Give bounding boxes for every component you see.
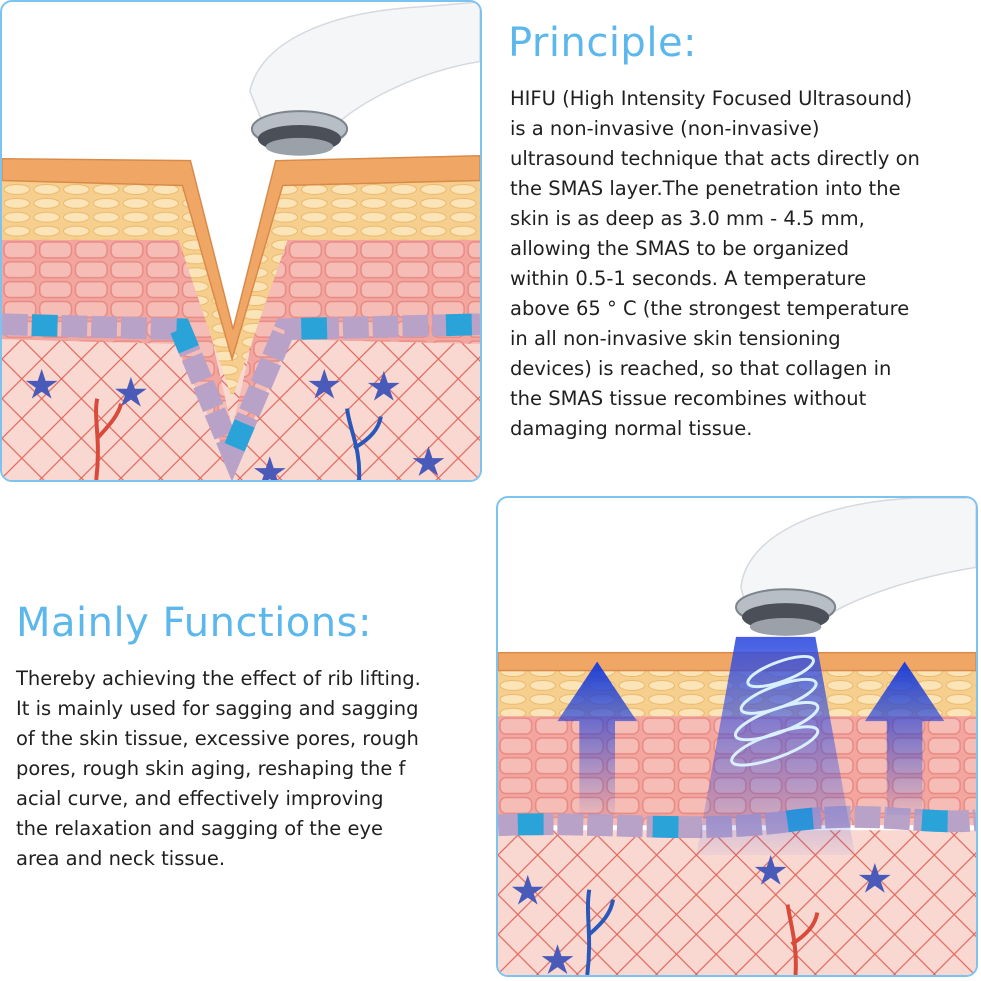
principle-line: skin is as deep as 3.0 mm - 4.5 mm, <box>510 207 865 230</box>
principle-line: ultrasound technique that acts directly … <box>510 147 920 170</box>
functions-paragraph: Thereby achieving the effect of rib lift… <box>16 664 421 874</box>
lifted-skin-illustration <box>496 496 978 977</box>
principle-line: above 65 ° C (the strongest temperature <box>510 297 910 320</box>
functions-line: area and neck tissue. <box>16 847 226 870</box>
functions-line: acial curve, and effectively improving <box>16 787 384 810</box>
principle-line: allowing the SMAS to be organized <box>510 237 850 260</box>
functions-line: of the skin tissue, excessive pores, rou… <box>16 727 419 750</box>
functions-line: pores, rough skin aging, reshaping the f <box>16 757 406 780</box>
functions-line: the relaxation and sagging of the eye <box>16 817 384 840</box>
hifu-handpiece-icon <box>249 2 480 156</box>
upward-arrow-icon <box>557 661 945 816</box>
functions-heading: Mainly Functions: <box>16 600 372 646</box>
functions-line: Thereby achieving the effect of rib lift… <box>16 667 421 690</box>
ultrasound-beam <box>696 636 856 856</box>
ultrasound-lift-diagram <box>498 498 976 975</box>
functions-line: It is mainly used for sagging and saggin… <box>16 697 419 720</box>
principle-line: HIFU (High Intensity Focused Ultrasound) <box>510 87 913 110</box>
principle-line: within 0.5-1 seconds. A temperature <box>510 267 867 290</box>
principle-paragraph: HIFU (High Intensity Focused Ultrasound)… <box>510 84 920 444</box>
ultrasound-wave-icon <box>730 654 820 767</box>
principle-line: damaging normal tissue. <box>510 417 753 440</box>
wrinkled-skin-illustration <box>0 0 482 482</box>
skin-layers-diagram <box>2 2 480 480</box>
principle-line: in all non-invasive skin tensioning <box>510 327 841 350</box>
principle-line: devices) is reached, so that collagen in <box>510 357 892 380</box>
principle-line: the SMAS tissue recombines without <box>510 387 867 410</box>
principle-line: is a non-invasive (non-invasive) <box>510 117 820 140</box>
hifu-handpiece-icon <box>735 498 976 636</box>
principle-line: the SMAS layer.The penetration into the <box>510 177 901 200</box>
principle-heading: Principle: <box>508 20 698 66</box>
